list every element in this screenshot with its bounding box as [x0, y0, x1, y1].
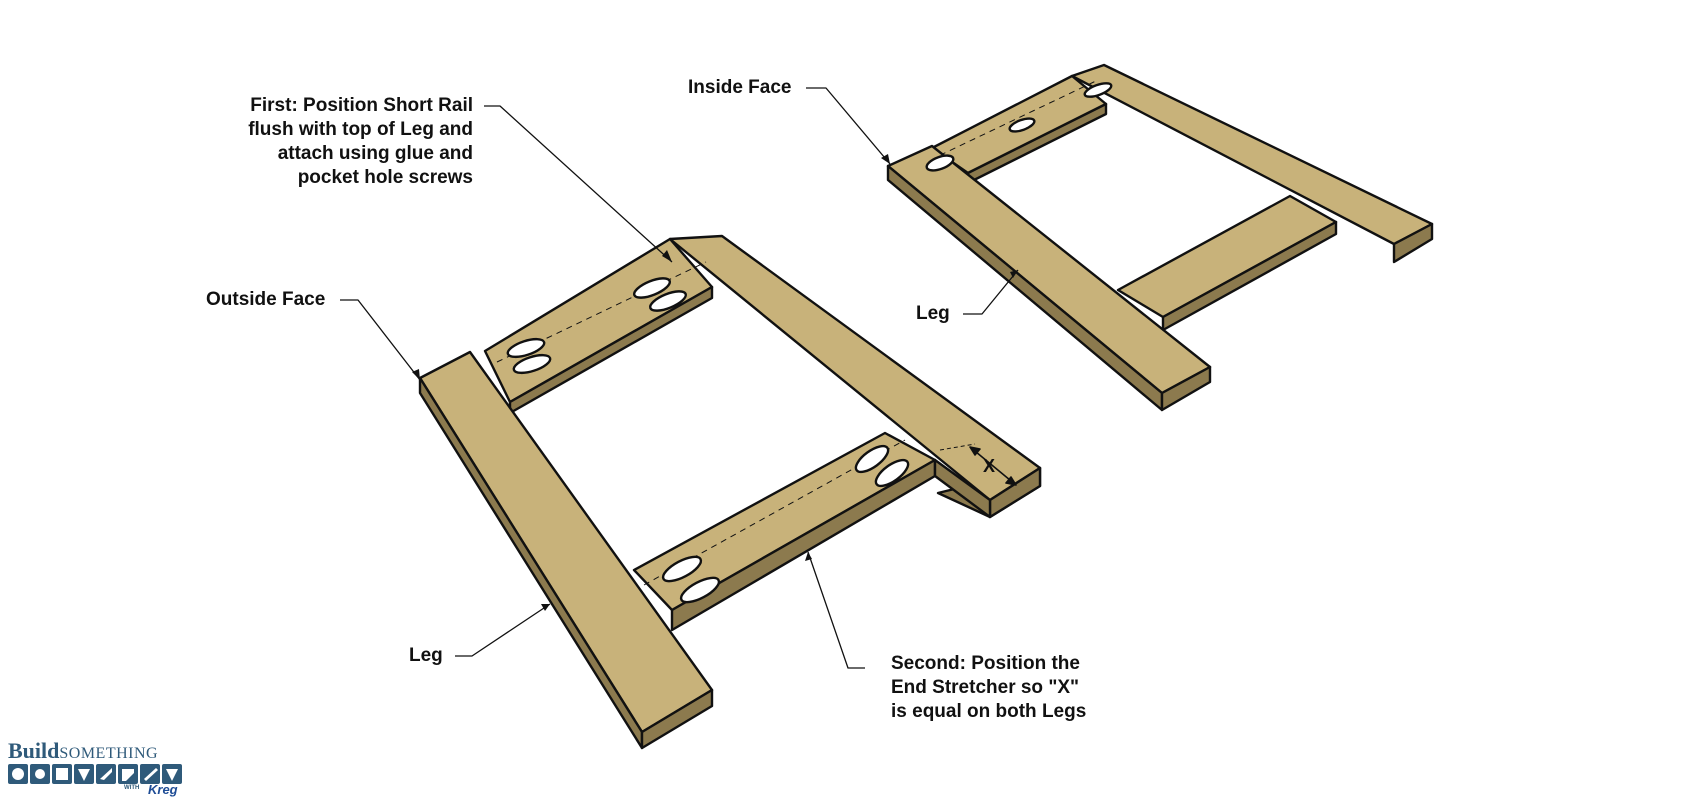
- pocket-hole: [925, 154, 955, 172]
- callout-first-step-line: flush with top of Leg and: [248, 119, 473, 140]
- right-end-stretcher: [1116, 194, 1338, 332]
- logo-tool-icons: [8, 763, 198, 785]
- dimension-x-label: X: [983, 456, 995, 476]
- callout-second-step: Second: Position the End Stretcher so "X…: [891, 652, 1086, 724]
- dimension-x-marker: [939, 443, 1017, 486]
- right-near-leg: [886, 144, 1212, 412]
- leader-lines: [340, 87, 1019, 669]
- pocket-hole: [1083, 82, 1113, 98]
- logo-word-something: SOMETHING: [59, 745, 159, 762]
- pocket-hole: [632, 277, 672, 299]
- logo-word-build: Build: [8, 738, 60, 763]
- right-frame-assembly: [886, 63, 1434, 412]
- pocket-hole: [512, 353, 552, 375]
- callout-second-step-line: End Stretcher so "X": [891, 677, 1080, 698]
- callout-first-step-line: attach using glue and: [277, 143, 473, 164]
- pocket-hole: [1008, 117, 1036, 133]
- left-far-leg: [668, 234, 1042, 519]
- callout-inside-face: Inside Face: [688, 77, 792, 98]
- pocket-hole: [679, 576, 721, 604]
- pocket-hole: [506, 337, 546, 359]
- right-short-rail: [929, 74, 1113, 185]
- callout-outside-face: Outside Face: [206, 289, 326, 310]
- callout-first-step-line: First: Position Short Rail: [250, 95, 473, 116]
- pocket-hole: [854, 444, 890, 474]
- left-end-stretcher: [632, 431, 937, 632]
- left-near-leg: [418, 350, 714, 750]
- callout-leg-left: Leg: [409, 645, 443, 666]
- callout-first-step-line: pocket hole screws: [297, 167, 473, 188]
- callout-second-step-line: is equal on both Legs: [891, 701, 1087, 722]
- logo-word-with: WITH: [124, 785, 140, 791]
- logo-word-kreg: Kreg: [148, 782, 178, 797]
- right-far-leg: [1070, 63, 1434, 264]
- left-short-rail: [483, 237, 714, 415]
- callout-first-step: First: Position Short Rail flush with to…: [200, 94, 473, 190]
- left-frame-assembly: [418, 234, 1042, 750]
- logo-title: BuildSOMETHING: [8, 738, 158, 764]
- pocket-hole: [874, 458, 910, 488]
- callout-leg-right: Leg: [916, 303, 950, 324]
- buildsomething-logo: BuildSOMETHING WITH Kreg: [8, 738, 198, 798]
- pocket-hole: [648, 290, 688, 312]
- callout-second-step-line: Second: Position the: [891, 653, 1080, 674]
- pocket-hole: [661, 555, 703, 583]
